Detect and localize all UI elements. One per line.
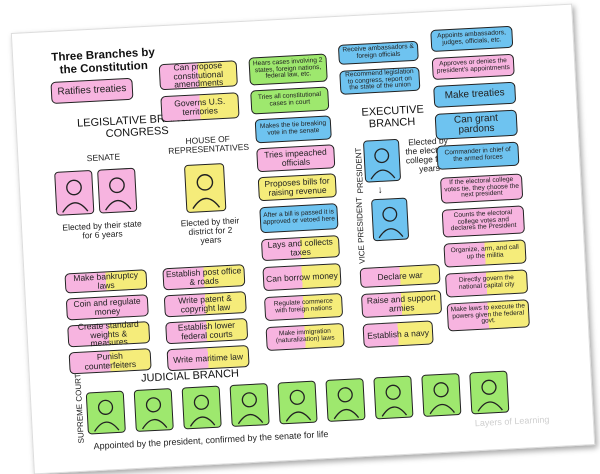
- card-immigration: Make immigration (naturalization) laws: [265, 322, 345, 352]
- card-bankruptcy: Make bankruptcy laws: [64, 269, 148, 294]
- card-hears: Hears cases involving 2 states, foreign …: [248, 53, 328, 86]
- arrow-down-icon: ↓: [377, 184, 383, 197]
- person-icon: [370, 148, 396, 180]
- worksheet-page: Three Branches by the Constitution Ratif…: [10, 3, 596, 474]
- card-borrow: Can borrow money: [262, 263, 342, 292]
- executive-header: EXECUTIVE BRANCH: [361, 103, 425, 130]
- house-label: HOUSE OF REPRESENTATIVES: [167, 133, 250, 156]
- card-governs: Governs U.S. territories: [160, 92, 240, 123]
- card-navy: Establish a navy: [362, 320, 434, 348]
- justice-portrait: [469, 370, 510, 415]
- president-portrait: [362, 138, 402, 183]
- representative-portrait: [183, 163, 227, 214]
- card-post: Establish post office & roads: [162, 264, 246, 291]
- senate-caption: Elected by their state for 6 years: [62, 218, 142, 241]
- person-icon: [429, 382, 455, 415]
- person-icon: [477, 379, 503, 412]
- card-commander: Commander in chief of the armed forces: [436, 141, 520, 170]
- justices-row: [12, 5, 571, 435]
- person-icon: [285, 389, 312, 422]
- judicial-header: JUDICIAL BRANCH: [140, 367, 240, 385]
- card-armies: Raise and support armies: [360, 289, 443, 319]
- justice-portrait: [277, 380, 318, 425]
- page-title: Three Branches by the Constitution: [51, 46, 156, 77]
- person-icon: [381, 384, 408, 417]
- justice-portrait: [421, 373, 462, 417]
- card-tie: Makes the tie breaking vote in the senat…: [254, 115, 332, 144]
- justice-portrait: [373, 375, 414, 420]
- card-war: Declare war: [359, 263, 441, 289]
- justice-portrait: [325, 378, 366, 422]
- card-execute: Make laws to execute the powers given th…: [446, 299, 530, 332]
- vice-president-portrait: [371, 197, 410, 242]
- supreme-court-label: SUPREME COURT: [73, 373, 86, 444]
- card-treaties: Make treaties: [433, 81, 517, 108]
- person-icon: [378, 206, 404, 239]
- person-icon: [141, 397, 168, 430]
- watermark-text: Layers of Learning: [474, 414, 550, 429]
- justice-portrait: [85, 390, 126, 435]
- card-coin: Coin and regulate money: [65, 294, 149, 321]
- card-impeached: Tries impeached officials: [256, 144, 336, 173]
- person-icon: [237, 392, 264, 425]
- justice-portrait: [229, 383, 270, 427]
- card-militia: Organize, arm, and call up the militia: [443, 239, 527, 268]
- card-recommend: Recommend legislation to congress, repor…: [339, 66, 421, 95]
- senate-label: SENATE: [86, 151, 121, 164]
- justice-portrait: [181, 385, 222, 430]
- person-icon: [189, 394, 216, 427]
- card-approves: Approves or denies the president's appoi…: [431, 53, 515, 80]
- card-commerce: Regulate commerce with foreign nations: [263, 293, 344, 322]
- card-ambassadors: Receive ambassadors & foreign officials: [337, 40, 419, 65]
- card-bills: Proposes bills for raising revenue: [257, 173, 337, 202]
- card-electoral-tie: If the electoral college votes tie, they…: [439, 173, 524, 204]
- card-after-bill: After a bill is passed it is approved or…: [259, 203, 339, 234]
- card-pardons: Can grant pardons: [434, 109, 518, 140]
- vp-label: VICE PRESIDENT: [354, 196, 367, 265]
- person-icon: [105, 177, 132, 211]
- senator-portrait-2: [97, 167, 138, 214]
- person-icon: [192, 174, 221, 210]
- card-tries-const: Tries all constitutional cases in court: [250, 86, 330, 115]
- card-patent: Write patent & copyright law: [163, 291, 247, 318]
- justice-portrait: [133, 388, 174, 433]
- card-counts: Counts the electoral college votes and d…: [441, 205, 526, 238]
- person-icon: [62, 179, 89, 213]
- card-capital: Directly govern the national capital cit…: [445, 269, 529, 298]
- card-appoints: Appoints ambassadors, judges, officials,…: [430, 25, 514, 53]
- card-taxes: Lays and collects taxes: [260, 235, 340, 262]
- senator-portrait-1: [54, 169, 95, 216]
- card-ratifies: Ratifies treaties: [50, 77, 134, 104]
- person-icon: [333, 387, 360, 420]
- card-courts: Establish lower federal courts: [165, 318, 249, 345]
- card-propose: Can propose constitutional amendments: [158, 60, 238, 91]
- house-caption: Elected by their district for 2 years: [180, 215, 240, 246]
- person-icon: [94, 399, 120, 432]
- card-weights: Create standard weights & measures: [67, 318, 151, 349]
- card-punish: Punish counterfeiters: [68, 348, 152, 375]
